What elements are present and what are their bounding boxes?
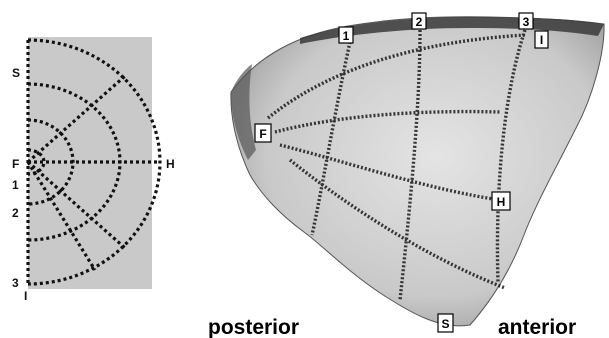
svg-text:1: 1 <box>343 29 350 43</box>
schematic-panel: S F 1 2 3 I H <box>12 37 175 303</box>
svg-text:3: 3 <box>523 15 530 29</box>
svg-text:F: F <box>259 127 266 141</box>
svg-text:I: I <box>540 33 543 47</box>
marker-s: S <box>438 314 453 332</box>
schematic-label-f: F <box>12 157 19 171</box>
schematic-label-1: 1 <box>12 178 19 192</box>
schematic-label-3: 3 <box>12 276 19 290</box>
tissue-photo: 1 2 3 I F H S <box>231 13 604 332</box>
marker-3: 3 <box>519 13 533 29</box>
schematic-label-h: H <box>166 157 175 171</box>
caption-posterior: posterior <box>208 316 299 338</box>
svg-text:H: H <box>497 195 506 209</box>
marker-h: H <box>492 192 510 210</box>
marker-1: 1 <box>339 27 353 43</box>
schematic-label-i: I <box>24 289 27 303</box>
caption-anterior: anterior <box>498 316 576 338</box>
svg-text:S: S <box>441 317 449 331</box>
marker-f: F <box>255 124 271 142</box>
svg-text:2: 2 <box>416 15 423 29</box>
tissue-sample <box>231 17 604 326</box>
schematic-label-s: S <box>12 66 20 80</box>
marker-i: I <box>535 31 548 48</box>
marker-2: 2 <box>412 13 426 29</box>
schematic-label-2: 2 <box>12 206 19 220</box>
